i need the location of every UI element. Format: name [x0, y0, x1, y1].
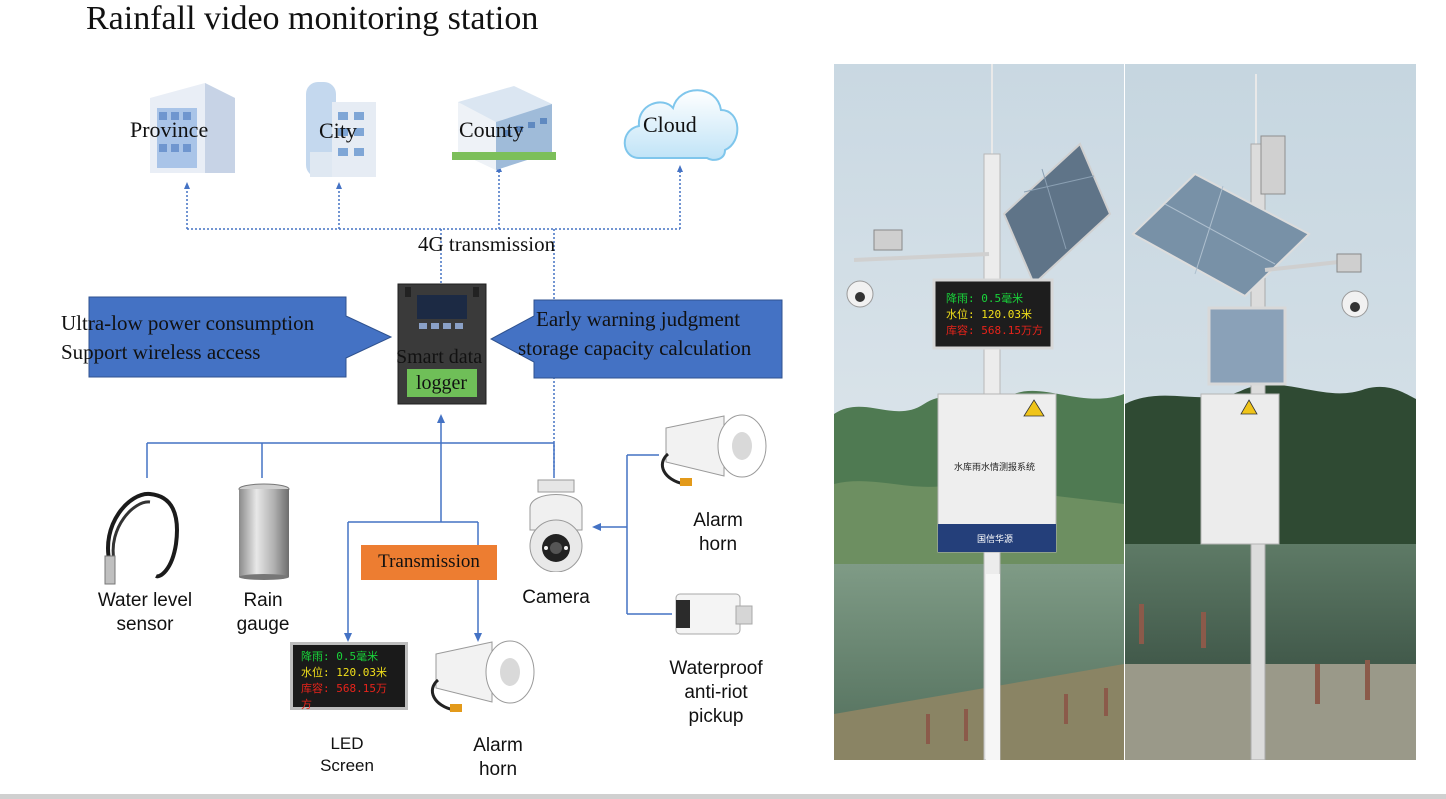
station-photo-side-scene	[1125, 64, 1416, 760]
left-feature-arrow	[88, 296, 393, 378]
station-photo-front-scene: 降雨: 0.5毫米 水位: 120.03米 库容: 568.15万方 水库雨水情…	[834, 64, 1124, 760]
rain-gauge-icon	[238, 483, 290, 580]
pickup-label-line2: anti-riot	[684, 682, 748, 703]
photo-led-row3: 库容: 568.15万方	[946, 323, 1043, 337]
rain-gauge-label-line1: Rain	[243, 590, 283, 611]
node-cloud-label: Cloud	[643, 112, 697, 137]
led-row-capacity: 库容: 568.15万方	[301, 682, 387, 711]
alarm-horn-top-label-line1: Alarm	[693, 510, 743, 531]
photo-led-row2: 水位: 120.03米	[946, 307, 1032, 321]
node-county-label: County	[459, 117, 524, 142]
alarm-horn-icon-top	[661, 414, 767, 486]
station-photo-front: 降雨: 0.5毫米 水位: 120.03米 库容: 568.15万方 水库雨水情…	[834, 64, 1124, 760]
rain-gauge-label-line2: gauge	[236, 614, 290, 635]
logger-label-line1: Smart data	[396, 346, 483, 368]
alarm-horn-icon-bottom	[431, 640, 535, 712]
city-building-icon	[306, 82, 376, 177]
cabinet-brand: 国信华源	[977, 533, 1013, 545]
transmission-box: Transmission	[361, 545, 497, 580]
water-level-label-line1: Water level	[97, 590, 193, 611]
page-title: Rainfall video monitoring station	[86, 0, 539, 37]
pickup-label-line1: Waterproof	[669, 658, 763, 679]
alarm-horn-bottom-label-line1: Alarm	[473, 735, 523, 756]
node-city-label: City	[319, 118, 357, 143]
water-level-label-line2: sensor	[116, 614, 174, 635]
right-box-line1: Early warning judgment	[536, 307, 741, 331]
left-box-line1: Ultra-low power consumption	[61, 311, 315, 335]
right-feature-arrow	[490, 299, 783, 379]
led-row-water-level: 水位: 120.03米	[301, 666, 387, 679]
dome-camera-icon	[529, 479, 583, 572]
led-row-rainfall: 降雨: 0.5毫米	[301, 650, 379, 663]
camera-label: Camera	[522, 587, 590, 608]
node-province-label: Province	[130, 117, 209, 142]
pickup-device-icon	[675, 593, 753, 635]
station-photo-side	[1125, 64, 1416, 760]
transmission-4g-label: 4G transmission	[418, 232, 556, 256]
pickup-label-line3: pickup	[688, 706, 744, 727]
alarm-horn-bottom-label-line2: horn	[478, 759, 518, 780]
data-logger-device-icon	[397, 283, 487, 405]
alarm-horn-top-label-line2: horn	[698, 534, 738, 555]
photo-led-row1: 降雨: 0.5毫米	[946, 291, 1023, 305]
led-label-line2: Screen	[320, 756, 374, 775]
water-level-sensor-icon	[104, 491, 179, 585]
cloud-icon	[623, 89, 739, 161]
led-label-line1: LED	[330, 734, 364, 753]
province-building-icon	[150, 83, 235, 173]
logger-label-line2: logger	[416, 372, 468, 394]
cabinet-label: 水库雨水情测报系统	[954, 461, 1035, 473]
led-screen-device: 降雨: 0.5毫米 水位: 120.03米 库容: 568.15万方	[290, 642, 408, 711]
right-box-line2: storage capacity calculation	[518, 336, 752, 360]
left-box-line2: Support wireless access	[61, 340, 261, 364]
county-building-icon	[452, 86, 556, 170]
bottom-divider	[0, 794, 1446, 799]
